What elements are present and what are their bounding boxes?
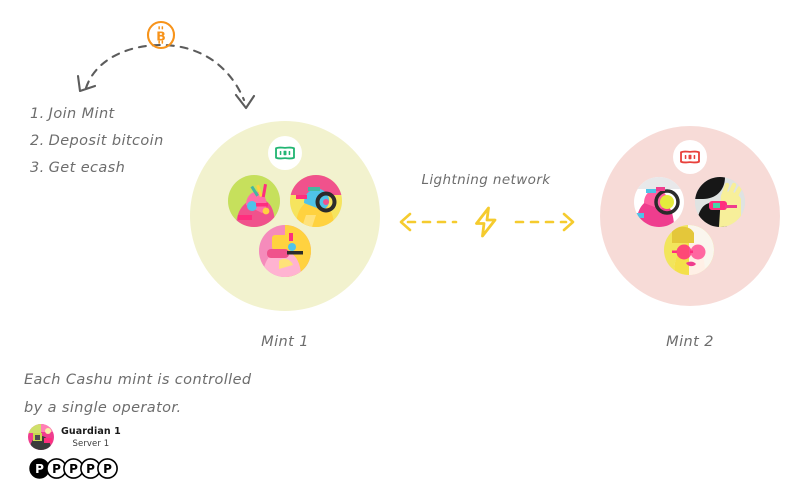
peer-badge[interactable]: P [80,458,101,479]
operator-name: Guardian 1 [61,426,121,437]
mint-1-circle [190,121,380,311]
lightning-network-label: Lightning network [421,172,551,188]
mint-2-group [600,126,780,306]
operator-server: Server 1 [72,438,110,449]
mint-1-member-avatar [290,175,342,227]
svg-text:B: B [156,28,166,43]
avatar-image [259,225,311,277]
arrow-right-dashed [514,212,575,232]
mint-1-member-avatar [259,225,311,277]
operator-text: Guardian 1 Server 1 [61,426,121,448]
avatar-image [695,177,745,227]
step-item: 3.Get ecash [30,155,250,182]
caption-block: Each Cashu mint is controlled by a singl… [24,366,324,422]
peer-badge-icon: P [97,458,118,479]
arrow-left-dashed [399,212,458,232]
mint-2-banknote-badge [673,140,707,174]
mint-2-member-avatar [634,177,684,227]
svg-text:P: P [35,462,44,476]
caption-line: Each Cashu mint is controlled [24,372,252,388]
svg-text:P: P [103,462,112,476]
lightning-bolt-icon [475,206,497,238]
peer-badge[interactable]: P [97,458,118,479]
step-item: 1.Join Mint [30,101,250,128]
step-label: Join Mint [48,106,115,122]
avatar-image [228,175,280,227]
operator-block: Guardian 1 Server 1 [28,424,121,450]
svg-text:P: P [86,462,95,476]
operator-avatar [28,424,54,450]
step-number: 2. [30,133,45,149]
mint-1-label: Mint 1 [261,334,309,350]
mint-2-label: Mint 2 [666,334,714,350]
bitcoin-icon: B [146,20,176,50]
steps-list: 1.Join Mint 2.Deposit bitcoin 3.Get ecas… [30,101,250,182]
caption-line: by a single operator. [24,400,182,416]
mint-2-circle [600,126,780,306]
step-item: 2.Deposit bitcoin [30,128,250,155]
step-number: 3. [30,160,45,176]
step-label: Get ecash [48,160,126,176]
step-number: 1. [30,106,45,122]
mint-1-group [190,121,380,311]
lightning-network-connector [396,200,578,244]
banknote-icon [680,150,700,164]
mint-2-member-avatar [695,177,745,227]
mint-2-member-avatar [664,225,714,275]
peer-badge-row: P P P P P [29,458,118,479]
svg-text:P: P [69,462,78,476]
mint-1-member-avatar [228,175,280,227]
peer-badge[interactable]: P [46,458,67,479]
svg-text:P: P [52,462,61,476]
peer-badge-icon: P [46,458,67,479]
avatar-image [28,424,54,450]
avatar-image [664,225,714,275]
avatar-image [634,177,684,227]
mint-1-banknote-badge [268,136,302,170]
peer-badge-icon: P [80,458,101,479]
banknote-icon [275,146,295,160]
step-label: Deposit bitcoin [48,133,164,149]
avatar-image [290,175,342,227]
